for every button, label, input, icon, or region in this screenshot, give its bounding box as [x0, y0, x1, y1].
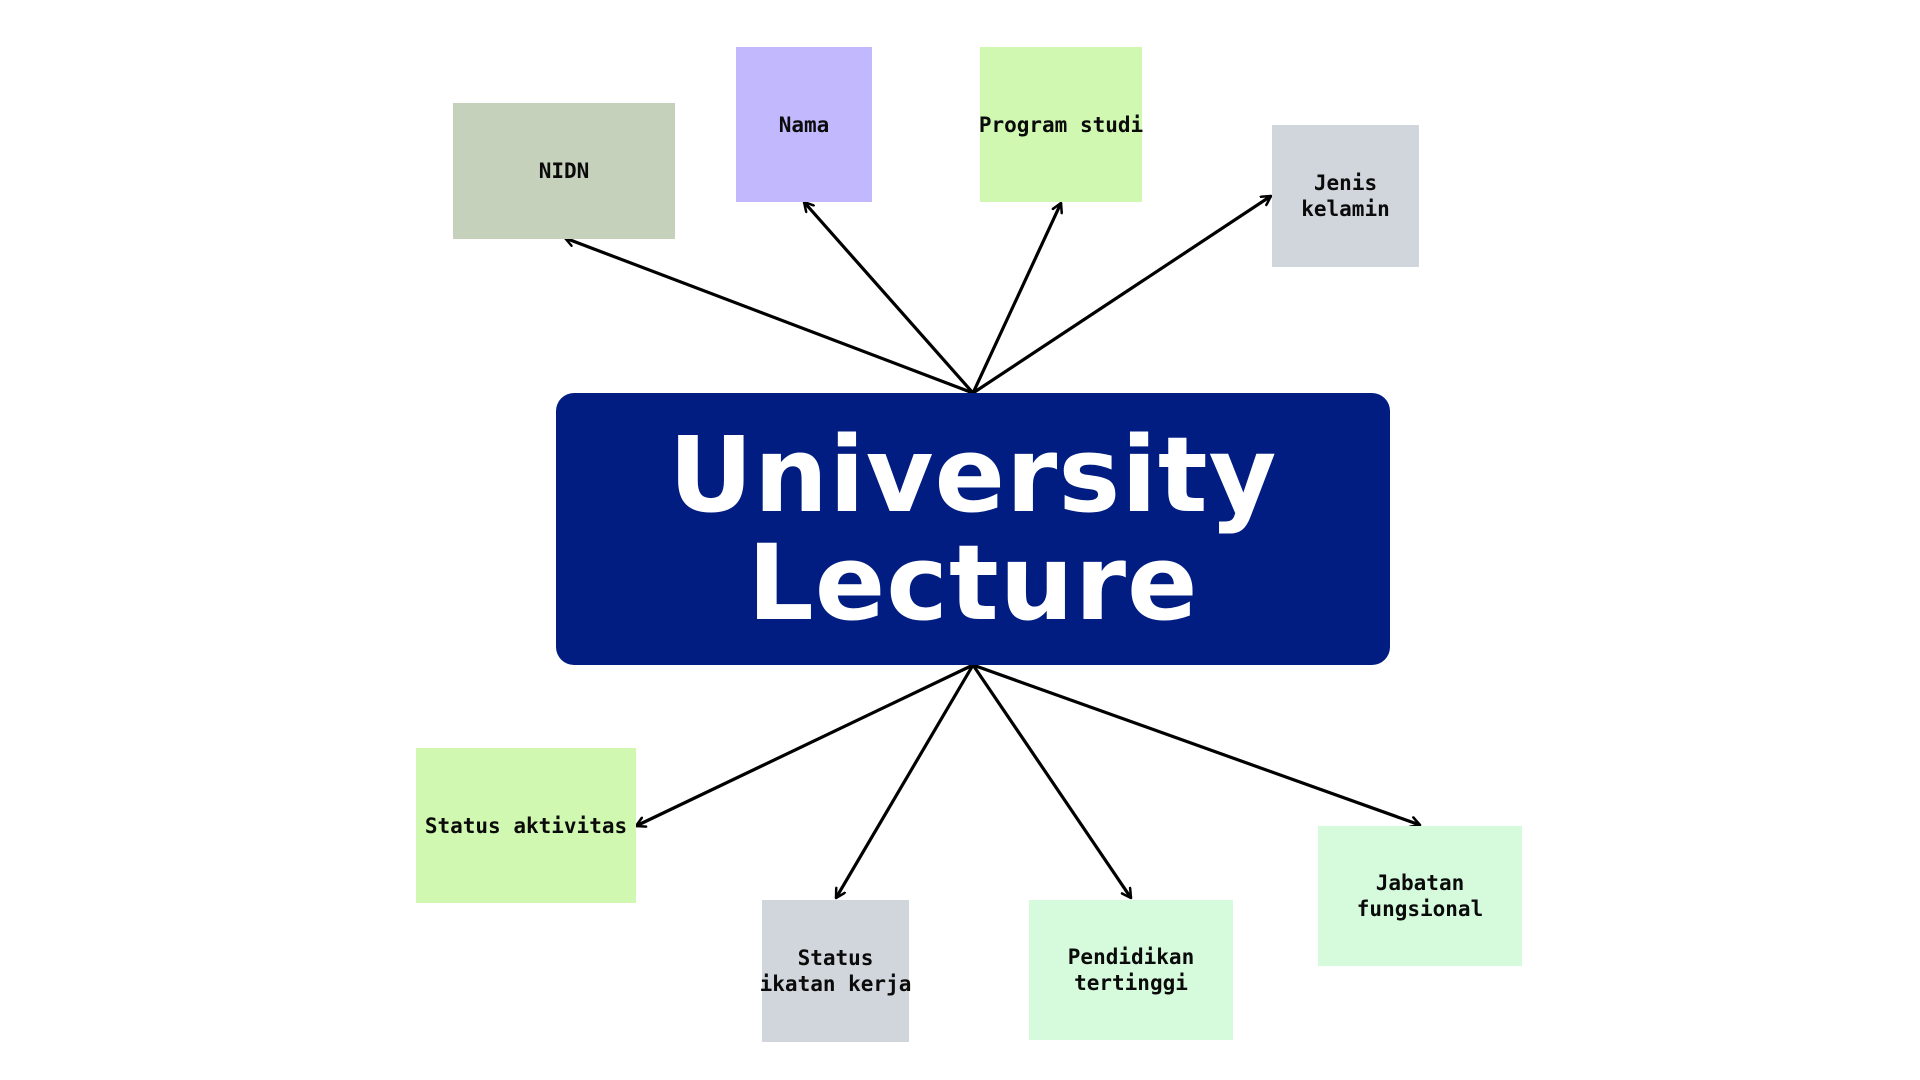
arrow-to-program-studi — [971, 203, 1061, 394]
note-label-line-1: Jabatan — [1375, 871, 1465, 895]
arrow-to-jenis-kelamin — [972, 194, 1271, 395]
note-label: Program studi — [978, 112, 1144, 137]
note-label-line-2: tertinggi — [1074, 971, 1188, 995]
central-topic-line-1: University — [668, 414, 1278, 536]
attribute-note-nidn: NIDN — [453, 103, 675, 239]
note-label: Nama — [778, 112, 830, 137]
attribute-note-pendidikan-tertinggi: Pendidikan tertinggi — [1029, 900, 1233, 1040]
attribute-note-status-ikatan-kerja: Status ikatan kerja — [759, 900, 912, 1042]
note-label-line-2: fungsional — [1356, 897, 1484, 921]
arrow-to-status-aktivitas — [636, 663, 974, 826]
arrow-to-nama — [804, 202, 975, 395]
attribute-note-jenis-kelamin: Jenis kelamin — [1272, 125, 1419, 267]
arrow-to-pendidikan-tertinggi — [971, 664, 1133, 898]
note-label: NIDN — [538, 159, 590, 183]
note-label-line-2: kelamin — [1301, 197, 1390, 221]
central-topic-box: University Lecture — [556, 393, 1390, 665]
note-label: Status aktivitas — [424, 813, 628, 838]
arrow-to-nidn — [565, 238, 974, 395]
central-topic-line-2: Lecture — [747, 522, 1199, 644]
attribute-note-jabatan-fungsional: Jabatan fungsional — [1318, 826, 1522, 966]
attribute-note-status-aktivitas: Status aktivitas — [416, 748, 636, 903]
note-label-line-1: Jenis — [1313, 171, 1378, 195]
attribute-note-program-studi: Program studi — [978, 47, 1144, 202]
arrow-to-status-ikatan-kerja — [834, 664, 975, 898]
note-label-line-1: Status — [797, 946, 874, 970]
note-label-line-2: ikatan kerja — [759, 972, 912, 996]
attribute-note-nama: Nama — [736, 47, 872, 202]
note-label-line-1: Pendidikan — [1067, 945, 1195, 969]
arrow-to-jabatan-fungsional — [972, 663, 1420, 825]
